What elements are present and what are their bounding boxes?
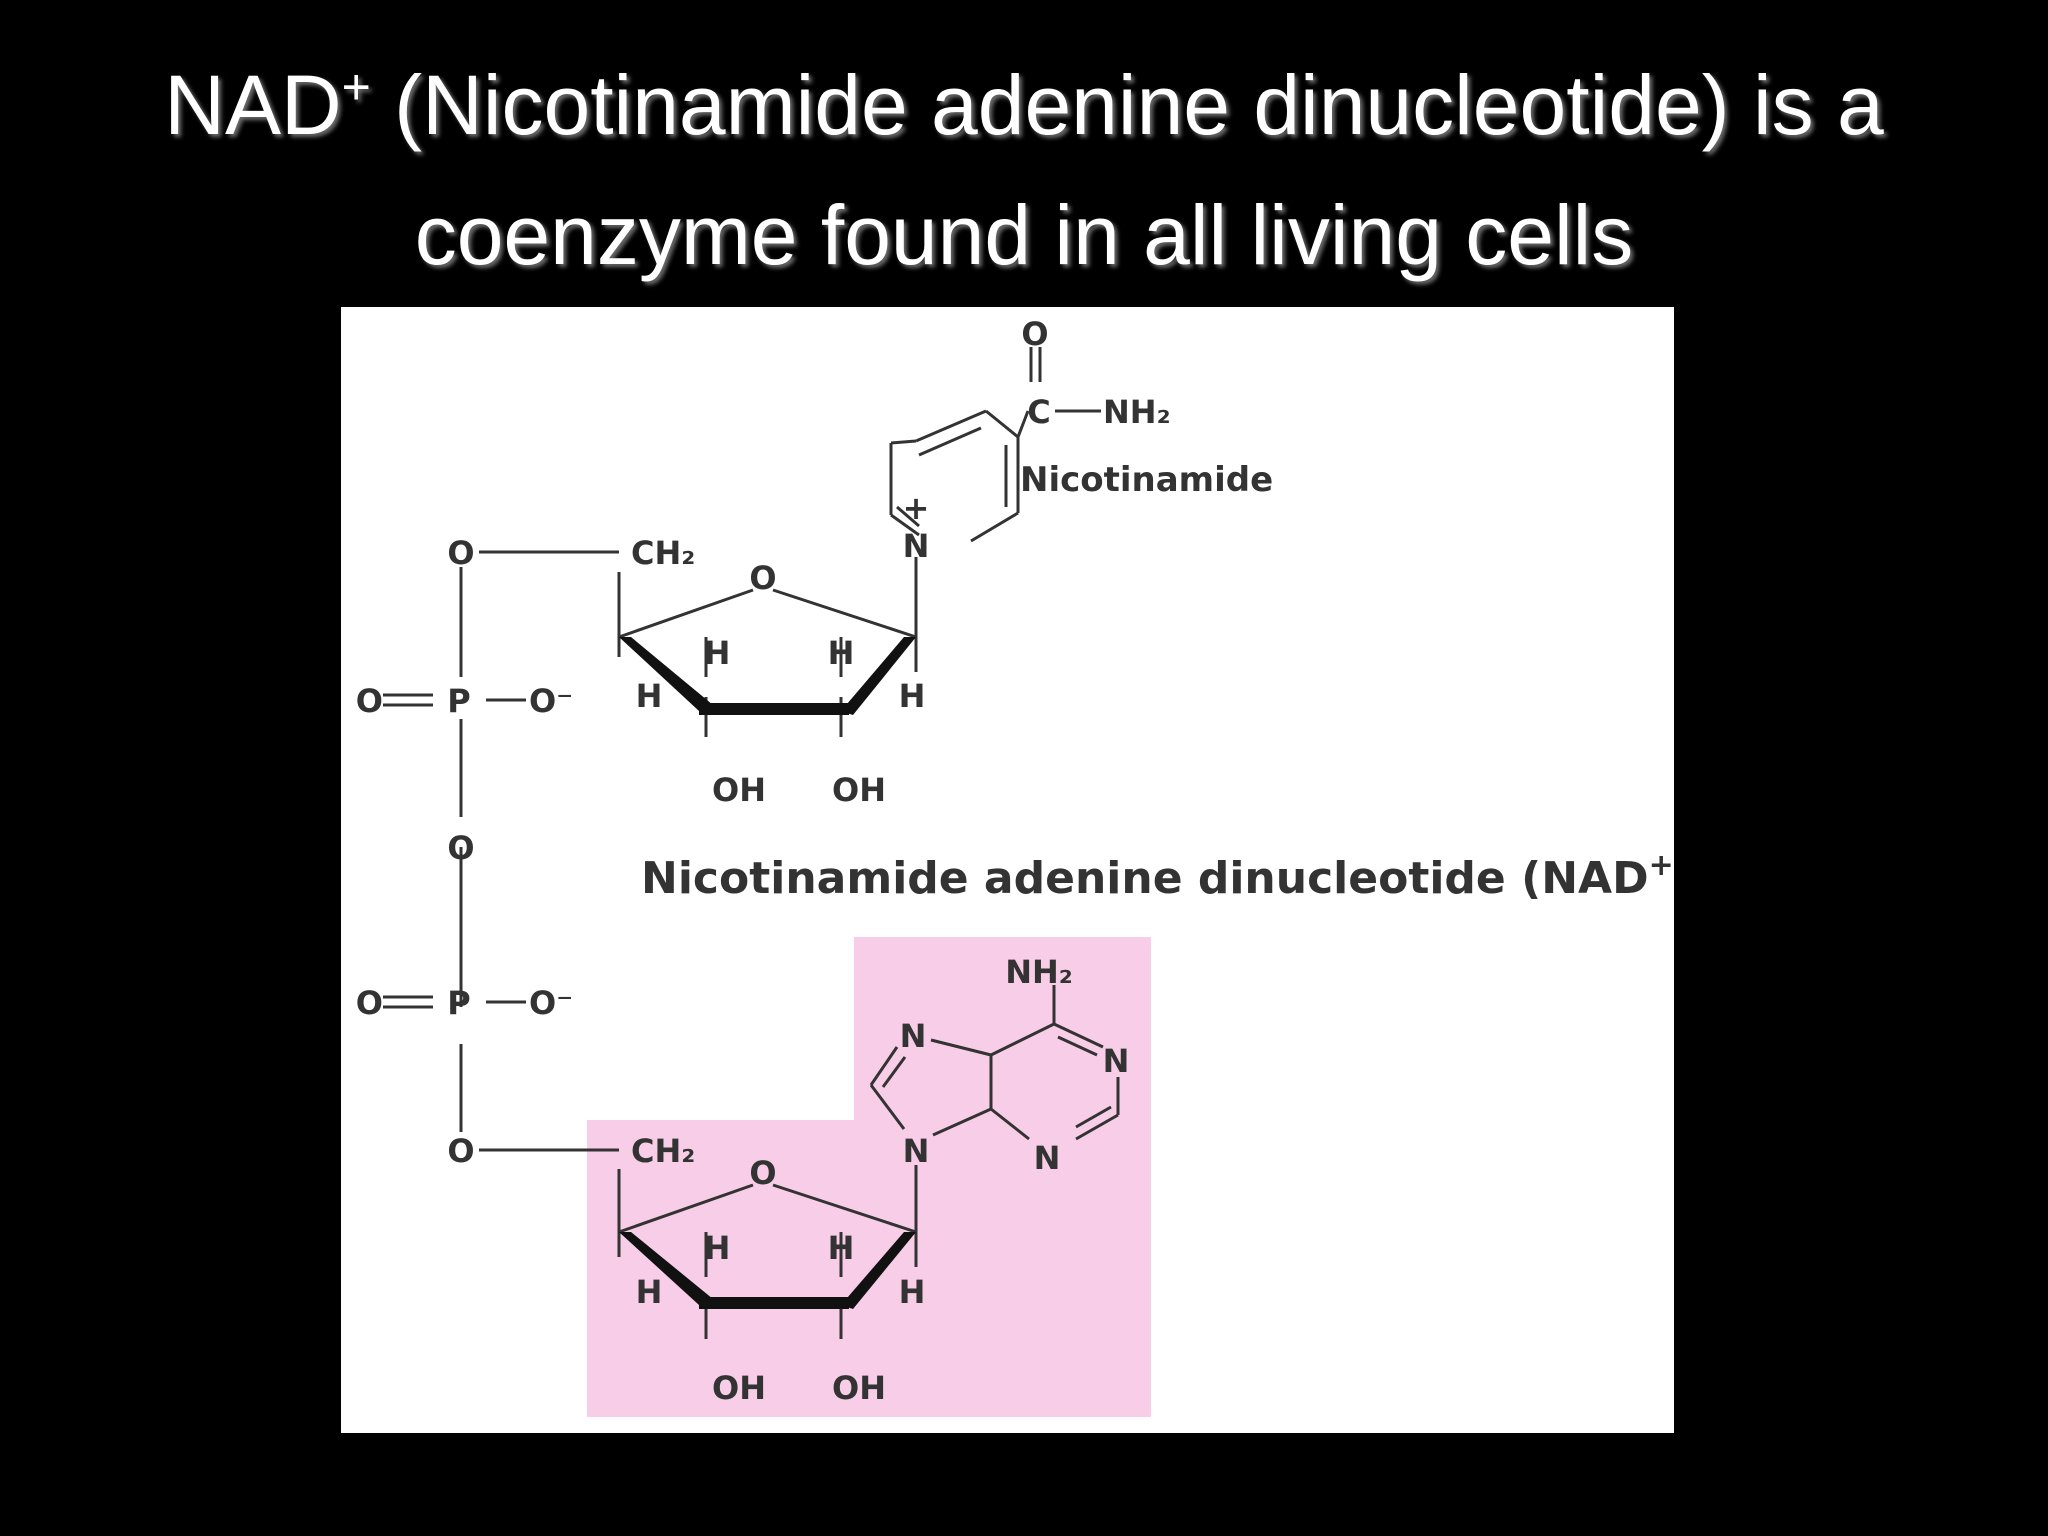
nicotinamide-label: Nicotinamide (1020, 460, 1273, 500)
bond-lines (383, 347, 1120, 1339)
phosphate-o-minus-top: O⁻ (529, 682, 573, 720)
phosphate-oxygen-bottom: O (356, 984, 383, 1022)
slide-title: NAD+ (Nicotinamide adenine dinucleotide)… (0, 40, 2048, 300)
title-line-1-text: (Nicotinamide adenine dinucleotide) is a (370, 58, 1884, 152)
amide-nh2: NH₂ (1103, 393, 1171, 431)
title-line-2: coenzyme found in all living cells (414, 188, 1634, 282)
phosphate-o-minus-bottom: O⁻ (529, 984, 573, 1022)
h-bottom-4: H (899, 1273, 926, 1311)
bridge-oxygen: O (447, 829, 474, 867)
atom-labels: O C NH₂ Nicotinamide + N O CH₂ O H H H H… (356, 315, 1273, 1407)
pyridinium-nitrogen: N (903, 527, 930, 565)
h-bottom-3: H (636, 1273, 663, 1311)
nad-structure-figure: O C NH₂ Nicotinamide + N O CH₂ O H H H H… (341, 307, 1694, 1433)
pyridinium-charge: + (903, 489, 930, 527)
ring-oxygen-bottom: O (749, 1154, 776, 1192)
phosphorus-bottom: P (447, 984, 470, 1022)
title-line-1: NAD+ (Nicotinamide adenine dinucleotide)… (0, 40, 2048, 170)
h-top-2: H (828, 634, 855, 672)
adenine-n9: N (903, 1132, 930, 1170)
h-top-1: H (704, 634, 731, 672)
ch2-top: CH₂ (631, 534, 695, 572)
adenine-n7: N (900, 1017, 927, 1055)
phosphorus-top: P (447, 682, 470, 720)
wedge-bonds (619, 637, 916, 1309)
oh-bottom-2: OH (832, 1369, 886, 1407)
phosphate-oxygen-top: O (356, 682, 383, 720)
oh-top-1: OH (712, 771, 766, 809)
carbonyl-oxygen: O (1021, 315, 1048, 353)
adenine-n3: N (1034, 1139, 1061, 1177)
ch2-bottom: CH₂ (631, 1132, 695, 1170)
title-nad-charge: + (341, 59, 371, 115)
h-bottom-2: H (828, 1229, 855, 1267)
title-nad: NAD (164, 58, 342, 152)
figure-caption: Nicotinamide adenine dinucleotide (NAD+) (641, 848, 1674, 904)
oh-top-2: OH (832, 771, 886, 809)
oh-bottom-1: OH (712, 1369, 766, 1407)
nad-structure-diagram: O C NH₂ Nicotinamide + N O CH₂ O H H H H… (356, 315, 1694, 1417)
caption-charge: + (1649, 848, 1674, 883)
amide-carbon: C (1027, 393, 1050, 431)
h-bottom-1: H (704, 1229, 731, 1267)
caption-text: Nicotinamide adenine dinucleotide (NAD (641, 853, 1649, 904)
ring-oxygen-top: O (749, 559, 776, 597)
ester-oxygen-bottom: O (447, 1132, 474, 1170)
adenine-nh2: NH₂ (1005, 953, 1073, 991)
h-top-4: H (899, 677, 926, 715)
ester-oxygen-top: O (447, 534, 474, 572)
adenine-n1: N (1103, 1042, 1130, 1080)
adenosine-highlight (587, 937, 1151, 1417)
h-top-3: H (636, 677, 663, 715)
